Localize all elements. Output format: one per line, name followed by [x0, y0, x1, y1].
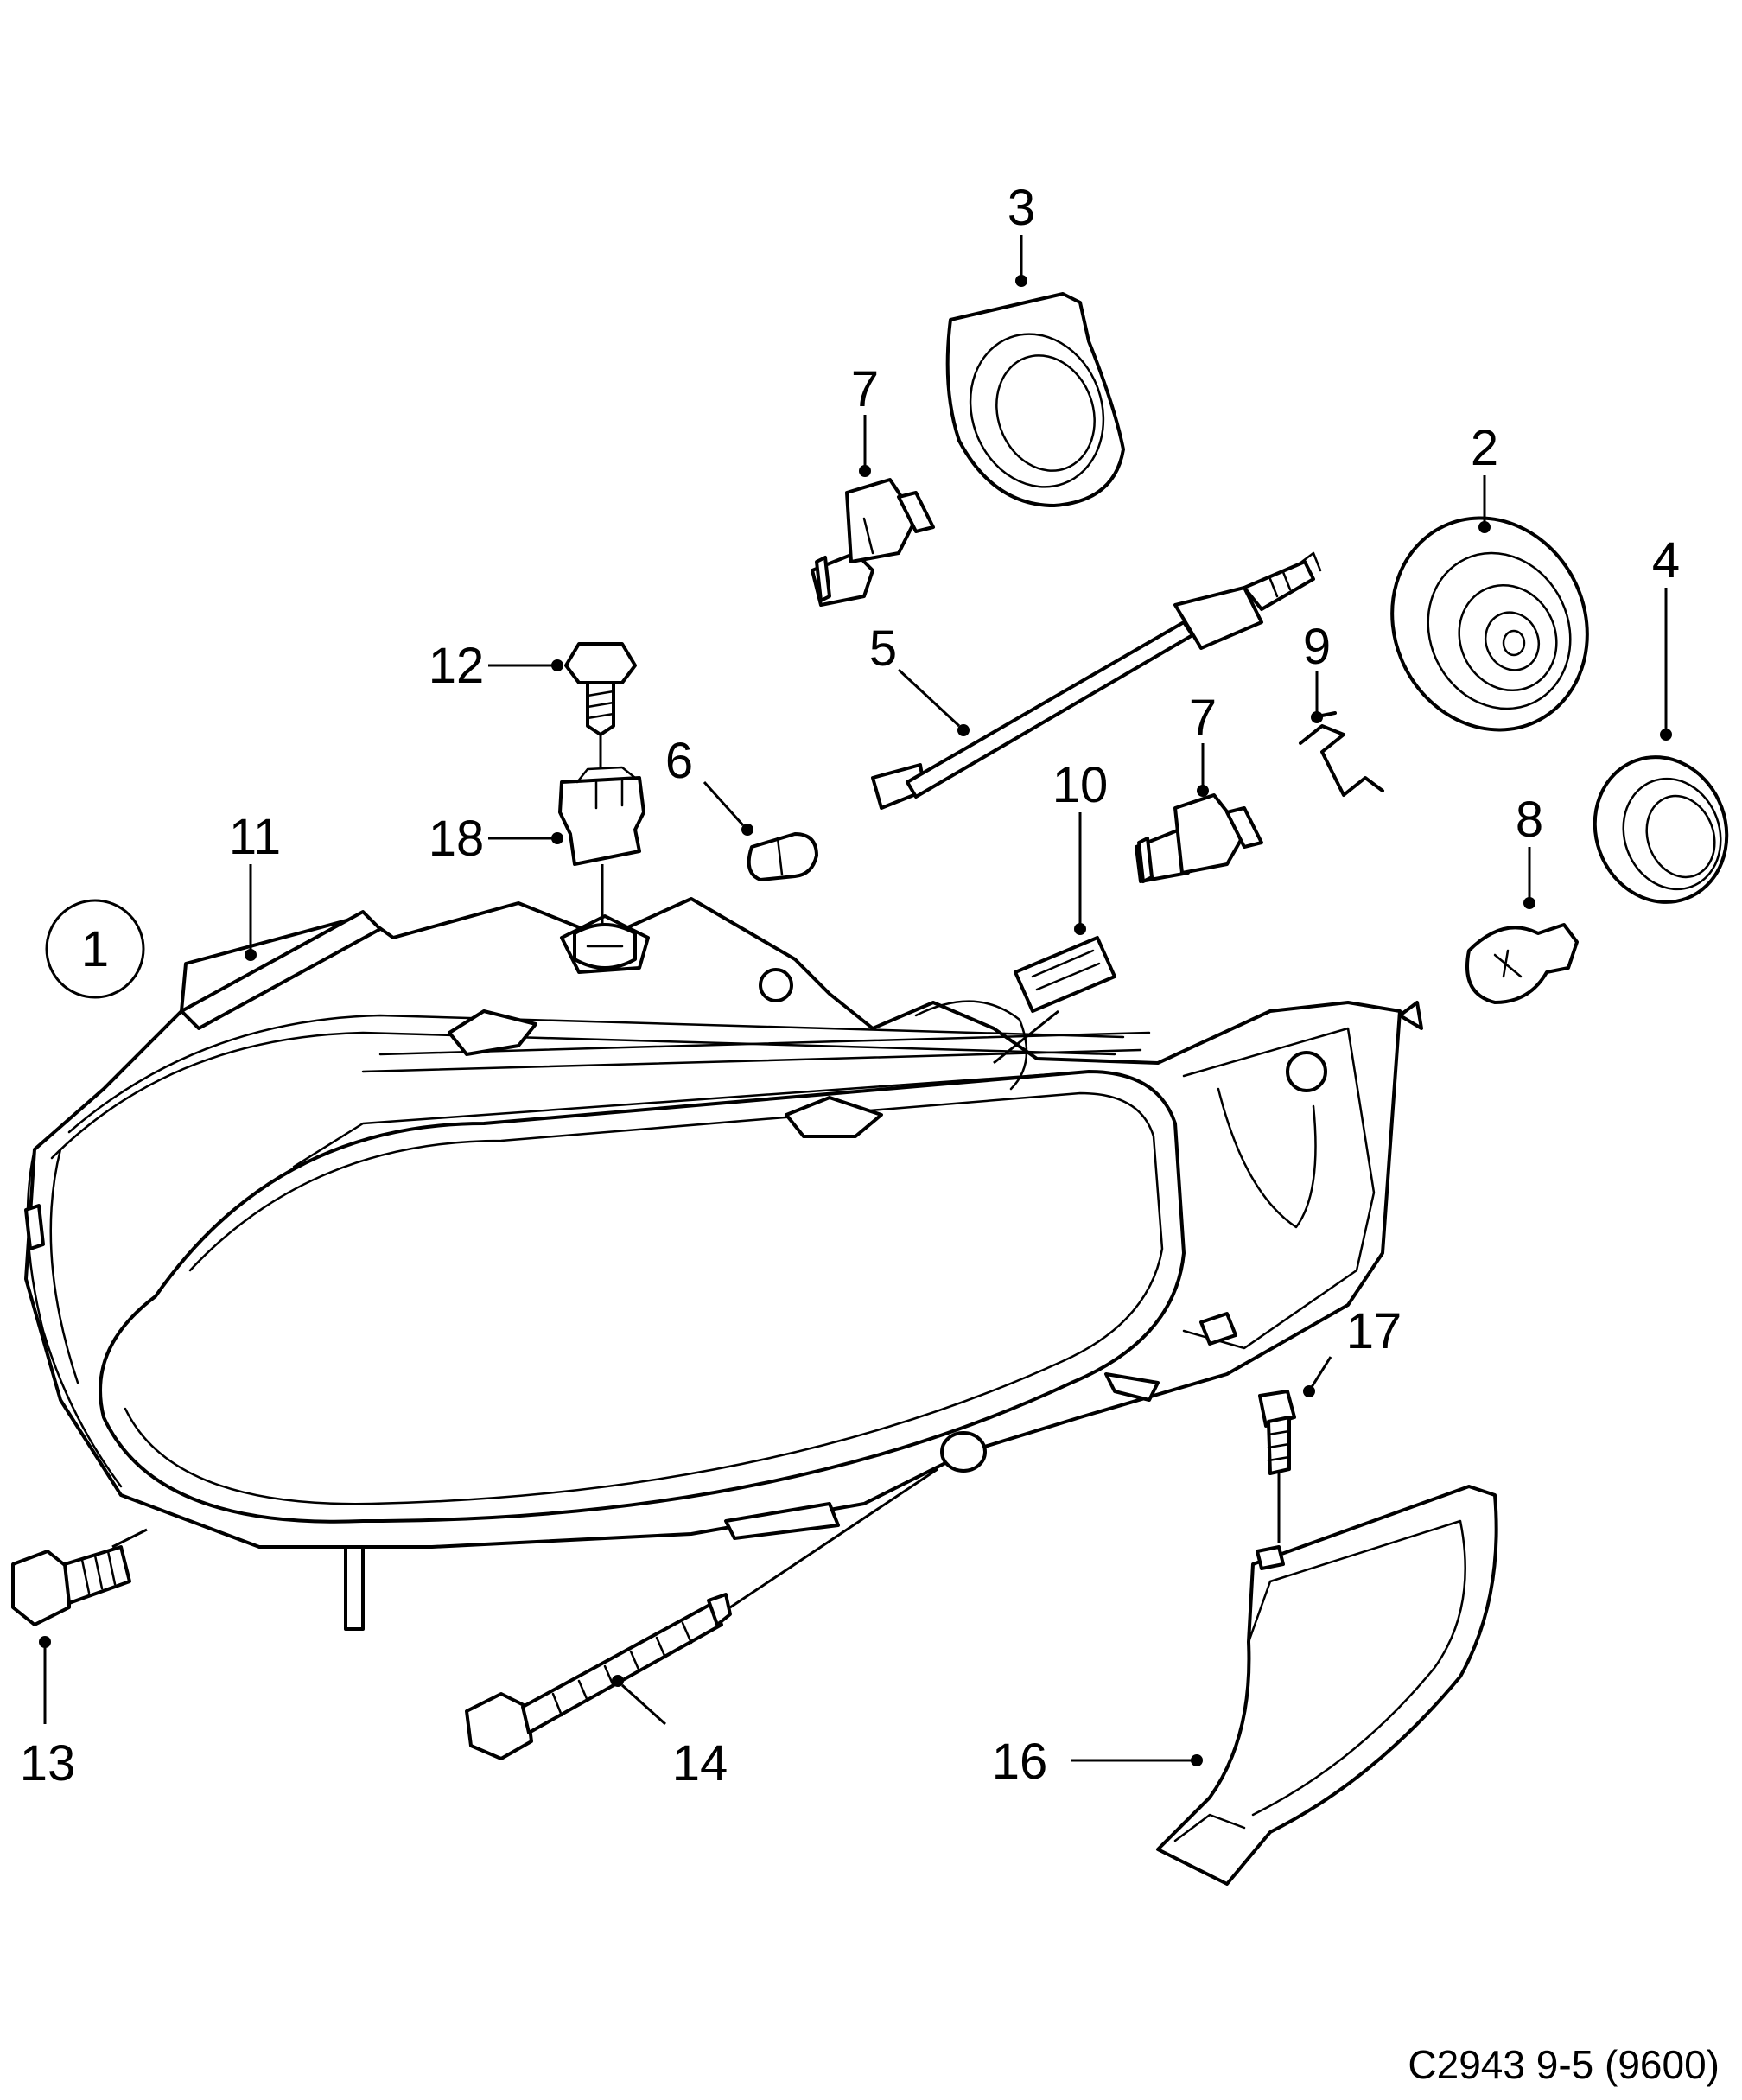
callout-17: 17	[1346, 1303, 1402, 1359]
callout-14: 14	[672, 1735, 728, 1791]
parking-bulb	[747, 832, 818, 881]
halogen-bulb-lower	[1135, 793, 1263, 883]
screw-17	[1258, 1390, 1296, 1475]
callout-18: 18	[429, 811, 485, 867]
callout-8: 8	[1516, 792, 1543, 848]
callout-16: 16	[992, 1734, 1048, 1790]
callout-6: 6	[665, 733, 693, 789]
small-cover-ring	[1593, 755, 1729, 904]
spring-clip	[1299, 711, 1384, 797]
callout-12: 12	[429, 638, 485, 694]
dust-cover-ring	[945, 292, 1125, 507]
headlamp-housing	[24, 897, 1423, 1631]
callout-3: 3	[1008, 180, 1035, 236]
bolt-13	[11, 1545, 131, 1626]
callout-7-lower: 7	[1189, 690, 1217, 746]
figure-caption: C2943 9-5 (9600)	[1408, 2042, 1720, 2087]
long-screw-14	[465, 1593, 732, 1760]
callout-13: 13	[20, 1735, 76, 1791]
callout-10: 10	[1052, 757, 1109, 813]
halogen-bulb-upper	[811, 478, 935, 607]
connector-plate	[1014, 936, 1116, 1013]
callout-9: 9	[1303, 619, 1331, 675]
corner-lens	[1156, 1485, 1498, 1886]
headlamp-cover-cap	[1390, 516, 1589, 732]
screw-12	[564, 642, 637, 736]
callout-4: 4	[1652, 532, 1680, 589]
adjuster-nut	[558, 766, 645, 866]
callout-1-circle	[45, 899, 145, 999]
callout-5: 5	[869, 620, 897, 677]
leader-lines	[39, 235, 1672, 1766]
callout-2: 2	[1471, 420, 1498, 476]
callout-1: 1	[81, 921, 109, 977]
adjuster-rod	[871, 551, 1322, 810]
indicator-bulb	[1465, 923, 1579, 1004]
callout-7-upper: 7	[851, 361, 879, 417]
callout-11: 11	[229, 809, 281, 865]
